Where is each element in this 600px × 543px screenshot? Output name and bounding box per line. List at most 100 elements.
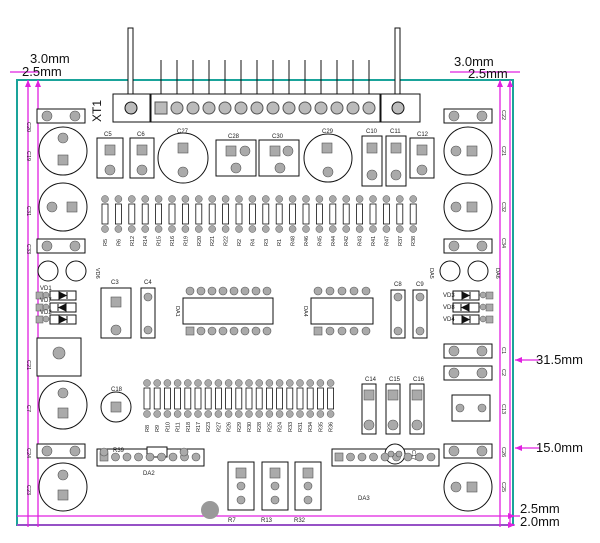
- right-diode-pads: [479, 291, 494, 324]
- resistor: R24: [275, 379, 284, 432]
- resistor: R33: [286, 379, 294, 432]
- svg-text:C28: C28: [228, 134, 240, 140]
- svg-text:C29: C29: [322, 129, 334, 135]
- resistor-label: R6: [116, 239, 122, 246]
- svg-text:DA4: DA4: [302, 306, 308, 317]
- resistor: R36: [326, 379, 335, 432]
- connector-xt1: [112, 27, 421, 123]
- resistor: R4: [248, 195, 256, 246]
- resistor-label: R37: [398, 236, 404, 246]
- resistor: R2: [235, 195, 243, 246]
- resistor-label: R36: [329, 422, 335, 432]
- top-cap-pads: [104, 142, 428, 181]
- resistor-label: R8: [145, 425, 151, 432]
- resistor: R48: [288, 195, 297, 246]
- resistor: R16: [168, 195, 176, 246]
- svg-text:C7: C7: [25, 405, 31, 412]
- resistor-label: R11: [176, 422, 182, 432]
- left-diode-pads: [35, 291, 50, 324]
- svg-text:C34: C34: [500, 238, 506, 248]
- resistor-label: R27: [216, 422, 222, 432]
- resistor-label: R47: [384, 236, 390, 246]
- svg-text:VD6: VD6: [94, 268, 100, 279]
- resistor: R37: [396, 195, 404, 246]
- resistor: R20: [195, 195, 203, 246]
- resistor-label: R34: [308, 422, 314, 432]
- dim-right-lower: 15.0mm: [536, 440, 583, 455]
- svg-text:C18: C18: [111, 387, 123, 393]
- right-pads: [448, 110, 488, 493]
- svg-text:C31: C31: [25, 206, 31, 216]
- resistor: R10: [163, 379, 171, 432]
- resistor: R31: [296, 379, 304, 432]
- svg-text:C17: C17: [410, 450, 416, 460]
- resistor: R19: [181, 195, 189, 246]
- resistor: R47: [382, 195, 390, 246]
- resistor-label: R33: [288, 422, 294, 432]
- resistor-label: R42: [344, 236, 350, 246]
- resistor-label: R31: [298, 422, 304, 432]
- resistor: R8: [143, 379, 151, 432]
- resistor-label: R28: [257, 422, 263, 432]
- svg-text:C20: C20: [25, 122, 31, 132]
- resistor-label: R45: [317, 236, 323, 246]
- svg-text:R7: R7: [228, 518, 236, 524]
- top-capacitors: [96, 132, 435, 187]
- resistor: R38: [409, 195, 417, 246]
- svg-text:C15: C15: [389, 377, 401, 383]
- svg-text:C8: C8: [394, 282, 402, 288]
- svg-text:C30: C30: [272, 134, 284, 140]
- right-labels: C22 C21 C32 C34 C1 C2 C13 C26 C25 DA5 DA…: [428, 110, 506, 492]
- resistor: R27: [214, 379, 222, 432]
- resistor: R11: [173, 379, 182, 432]
- resistor: R44: [329, 195, 337, 246]
- svg-text:DA5: DA5: [428, 268, 434, 279]
- resistor-label: R9: [155, 425, 161, 432]
- resistor: R1: [275, 195, 283, 246]
- resistor-label: R10: [165, 422, 171, 432]
- resistor-label: R15: [157, 236, 163, 246]
- resistor: R18: [184, 379, 192, 432]
- resistor-label: R23: [206, 422, 212, 432]
- resistor-label: R3: [264, 239, 270, 246]
- resistor-label: R16: [170, 236, 176, 246]
- right-diodes: [452, 290, 480, 325]
- svg-text:DA6: DA6: [494, 268, 500, 279]
- svg-text:C16: C16: [413, 377, 425, 383]
- resistor: R29: [235, 379, 243, 432]
- svg-text:C24: C24: [25, 448, 31, 458]
- resistor: R34: [306, 379, 314, 432]
- resistor-label: R48: [291, 236, 297, 246]
- middle-components: [96, 287, 440, 511]
- resistor: R43: [355, 195, 364, 246]
- middle-pads: [99, 286, 487, 505]
- resistor-label: R19: [183, 236, 189, 246]
- resistor: R45: [315, 195, 323, 246]
- svg-text:DA1: DA1: [174, 306, 180, 317]
- svg-text:R32: R32: [294, 518, 306, 524]
- resistor-label: R38: [411, 236, 417, 246]
- svg-text:C1: C1: [500, 347, 506, 354]
- resistor-label: R14: [143, 236, 149, 246]
- resistor: R25: [265, 379, 273, 432]
- svg-text:C2: C2: [500, 369, 506, 376]
- resistor-label: R12: [130, 236, 136, 246]
- svg-text:C6: C6: [137, 132, 145, 138]
- resistor: R42: [342, 195, 350, 246]
- resistor-label: R17: [196, 422, 202, 432]
- left-labels: C20 C19 C31 C33 C21 C7 C24 C23 VD6: [25, 122, 100, 495]
- dim-top-left-outer: 3.0mm: [30, 51, 70, 66]
- resistor: R30: [245, 379, 253, 432]
- resistor-label: R20: [197, 236, 203, 246]
- dim-top-left-inner: 2.5mm: [22, 64, 62, 79]
- resistor: R35: [316, 379, 324, 432]
- dim-bottom-right-inner: 2.0mm: [520, 514, 560, 529]
- svg-text:R39: R39: [113, 448, 125, 454]
- resistor-label: R18: [186, 422, 192, 432]
- svg-text:C9: C9: [416, 282, 424, 288]
- resistor: R22: [221, 195, 230, 246]
- resistor: R9: [153, 379, 161, 432]
- svg-text:C4: C4: [144, 280, 152, 286]
